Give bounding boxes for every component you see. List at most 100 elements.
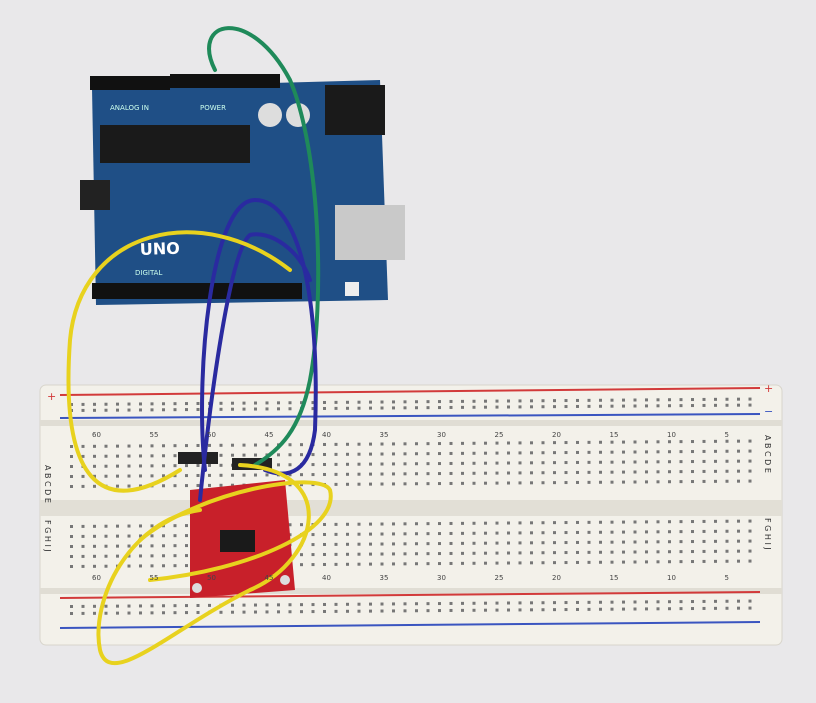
hole (104, 444, 108, 448)
hole (737, 459, 740, 463)
hole (139, 611, 142, 615)
hole (162, 474, 165, 478)
hole (403, 400, 407, 404)
hole (323, 462, 326, 466)
hole (449, 481, 453, 485)
hole (369, 482, 372, 486)
hole (346, 442, 349, 446)
hole (495, 541, 499, 545)
hole (346, 462, 349, 466)
column-number-bottom: 45 (265, 574, 274, 582)
hole (357, 406, 361, 410)
hole (702, 559, 706, 563)
hole (357, 602, 361, 606)
hole (185, 611, 188, 615)
hole (691, 560, 694, 564)
hole (472, 531, 476, 535)
hole (426, 442, 430, 446)
hole (254, 473, 257, 477)
hole (668, 470, 671, 474)
hole (323, 406, 326, 410)
hole (265, 443, 269, 447)
hole (104, 464, 108, 468)
hole (530, 441, 533, 445)
hole (277, 401, 280, 405)
hole (610, 440, 614, 444)
hole (426, 602, 430, 606)
hole (139, 564, 142, 568)
hole (196, 401, 200, 405)
hole (679, 460, 683, 464)
hole (426, 552, 430, 556)
hole (357, 522, 361, 526)
hole (116, 544, 119, 548)
hole (599, 450, 602, 454)
hole (656, 440, 660, 444)
hole (380, 442, 384, 446)
hole (599, 520, 602, 524)
hole (323, 542, 326, 546)
hole (737, 439, 740, 443)
hole (300, 563, 303, 567)
hole (587, 480, 591, 484)
hole (610, 450, 614, 454)
hole (70, 455, 73, 458)
hole (346, 400, 349, 404)
hole (426, 482, 430, 486)
hole (219, 463, 223, 467)
hole (323, 532, 326, 536)
hole (208, 603, 211, 607)
hole (254, 610, 257, 614)
hole (323, 452, 326, 456)
row-labels-bottom: F G H I J (43, 520, 52, 552)
hole (369, 400, 372, 404)
hole (323, 400, 326, 404)
hole (702, 479, 706, 483)
hole (311, 401, 315, 405)
hole (369, 602, 372, 606)
hole (185, 544, 188, 548)
hole (334, 400, 338, 404)
rail-plus-top (59, 387, 761, 396)
hole (116, 534, 119, 538)
hole (725, 459, 729, 463)
hole (162, 564, 165, 568)
hole (150, 402, 154, 406)
yellow-wire-2 (138, 480, 333, 582)
hole (714, 549, 717, 553)
hole (277, 610, 280, 614)
hole (288, 407, 292, 411)
hole (415, 562, 418, 566)
hole (495, 608, 499, 612)
hole (748, 469, 752, 473)
hole (346, 452, 349, 456)
hole (691, 540, 694, 544)
hole (725, 529, 729, 533)
hole (702, 459, 706, 463)
hole (403, 602, 407, 606)
hole (311, 603, 315, 607)
hole (288, 443, 292, 447)
hole (576, 560, 579, 564)
hole (311, 407, 315, 411)
hole (748, 459, 752, 463)
hole (472, 399, 476, 403)
hole (219, 483, 223, 487)
hole (392, 400, 395, 404)
column-number-bottom: 10 (667, 574, 676, 582)
hole (104, 454, 108, 458)
hole (495, 481, 499, 485)
hole (484, 451, 487, 455)
hole (530, 471, 533, 475)
hole (702, 439, 706, 443)
hole (334, 522, 338, 526)
hole (380, 532, 384, 536)
hole (323, 442, 326, 446)
hole (656, 404, 660, 408)
hole (104, 604, 108, 608)
hole (461, 471, 464, 475)
hole (173, 611, 177, 615)
hole (622, 550, 625, 554)
hole (668, 404, 671, 408)
hole (392, 542, 395, 546)
